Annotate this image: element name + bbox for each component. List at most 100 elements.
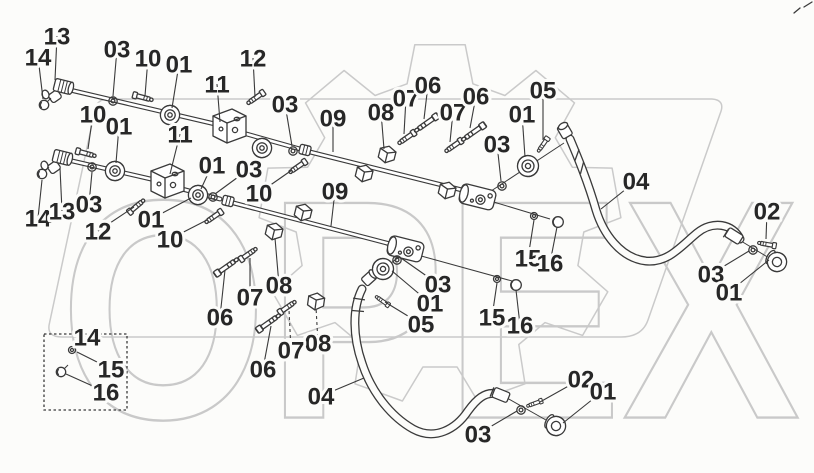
leader-line-15 <box>76 351 112 370</box>
leader-line-03 <box>88 171 93 205</box>
callout-13: 13 <box>49 199 76 226</box>
callout-07: 07 <box>440 100 467 127</box>
callout-06: 06 <box>415 73 442 100</box>
leader-line-03 <box>284 103 293 147</box>
leader-line-04 <box>600 180 637 210</box>
leader-line-12 <box>97 206 135 232</box>
callout-15: 15 <box>515 246 542 273</box>
hose-lower <box>350 269 511 439</box>
callout-09: 09 <box>320 106 347 133</box>
leader-line-01 <box>562 390 604 424</box>
callout-03: 03 <box>272 92 299 119</box>
leader-line-11 <box>169 133 181 175</box>
leader-line-08 <box>380 111 385 150</box>
leader-line-05 <box>384 301 422 325</box>
callout-01: 01 <box>166 52 193 79</box>
leader-line-07 <box>288 309 292 351</box>
leader-line-14 <box>37 179 43 219</box>
callout-01: 01 <box>716 280 743 307</box>
pipe-nipple <box>220 194 236 208</box>
leader-line-10 <box>87 113 94 150</box>
pipe-nipple <box>297 143 313 157</box>
corner-mark <box>793 1 813 14</box>
leader-line-14 <box>37 56 44 100</box>
leader-line-15 <box>491 282 498 318</box>
callout-07: 07 <box>278 338 305 365</box>
leader-line-10 <box>258 169 293 194</box>
leader-line-10 <box>144 57 149 97</box>
callout-02: 02 <box>568 367 595 394</box>
callout-03: 03 <box>484 132 511 159</box>
callout-16: 16 <box>93 380 120 407</box>
leader-line-02 <box>539 378 582 403</box>
leader-line-15 <box>527 219 535 259</box>
diagram-parts <box>36 1 813 440</box>
callout-06: 06 <box>250 357 277 384</box>
plate-watermark-outline <box>48 98 723 338</box>
callout-12: 12 <box>85 219 112 246</box>
callout-12: 12 <box>240 46 267 73</box>
callout-07: 07 <box>393 86 420 113</box>
ball-14 <box>38 97 52 111</box>
leader-line-08 <box>315 306 319 344</box>
leader-line-02 <box>765 210 768 240</box>
junction-block-11 <box>150 163 185 199</box>
inset-kit-box <box>43 333 128 411</box>
leader-line-10 <box>169 219 208 240</box>
callout-01: 01 <box>417 291 444 318</box>
callout-01: 01 <box>138 207 165 234</box>
leader-line-01 <box>521 113 526 158</box>
callout-03: 03 <box>76 192 103 219</box>
callout-15: 15 <box>98 357 125 384</box>
callout-11: 11 <box>204 72 229 99</box>
callout-09: 09 <box>322 179 349 206</box>
callout-02: 02 <box>754 199 781 226</box>
callout-01: 01 <box>199 153 226 180</box>
leader-line-01 <box>171 63 180 109</box>
leader-line-16 <box>65 373 107 393</box>
leader-line-06 <box>262 325 272 370</box>
leader-line-13 <box>59 167 63 212</box>
elbow-fitting-13 <box>40 77 76 105</box>
leader-line-03 <box>400 257 439 285</box>
callout-08: 08 <box>368 100 395 127</box>
leader-line-01 <box>150 197 192 220</box>
leader-line-07 <box>449 111 454 143</box>
callout-01: 01 <box>106 114 133 141</box>
leader-line-06 <box>469 95 477 129</box>
bolt-12 <box>244 88 267 108</box>
callout-07: 07 <box>237 285 264 312</box>
plug-16 <box>510 279 522 291</box>
hose-upper <box>556 121 745 266</box>
callout-05: 05 <box>408 312 435 339</box>
callout-04: 04 <box>308 384 335 411</box>
leader-line-04 <box>320 377 365 397</box>
callout-13: 13 <box>44 24 71 51</box>
callout-08: 08 <box>266 273 293 300</box>
leader-line-12 <box>252 57 256 98</box>
callout-03: 03 <box>465 422 492 449</box>
leader-line-06 <box>423 84 429 120</box>
callout-05: 05 <box>530 78 557 105</box>
callout-03: 03 <box>425 272 452 299</box>
callout-03: 03 <box>698 262 725 289</box>
leader-line-01 <box>728 259 770 293</box>
leader-line-03 <box>214 168 250 195</box>
leader-line-03 <box>477 410 518 435</box>
leader-line-03 <box>496 143 502 182</box>
callout-15: 15 <box>479 305 506 332</box>
leader-line-01 <box>200 164 213 190</box>
plug-16 <box>552 216 564 228</box>
leader-line-03 <box>112 48 118 97</box>
callout-10: 10 <box>246 181 273 208</box>
callout-10: 10 <box>80 102 107 129</box>
leader-line-01 <box>391 270 431 304</box>
hose-ferrule <box>491 387 511 403</box>
callout-14: 14 <box>25 45 52 72</box>
callout-16: 16 <box>507 313 534 340</box>
callout-04: 04 <box>623 169 650 196</box>
callout-14: 14 <box>74 325 101 352</box>
